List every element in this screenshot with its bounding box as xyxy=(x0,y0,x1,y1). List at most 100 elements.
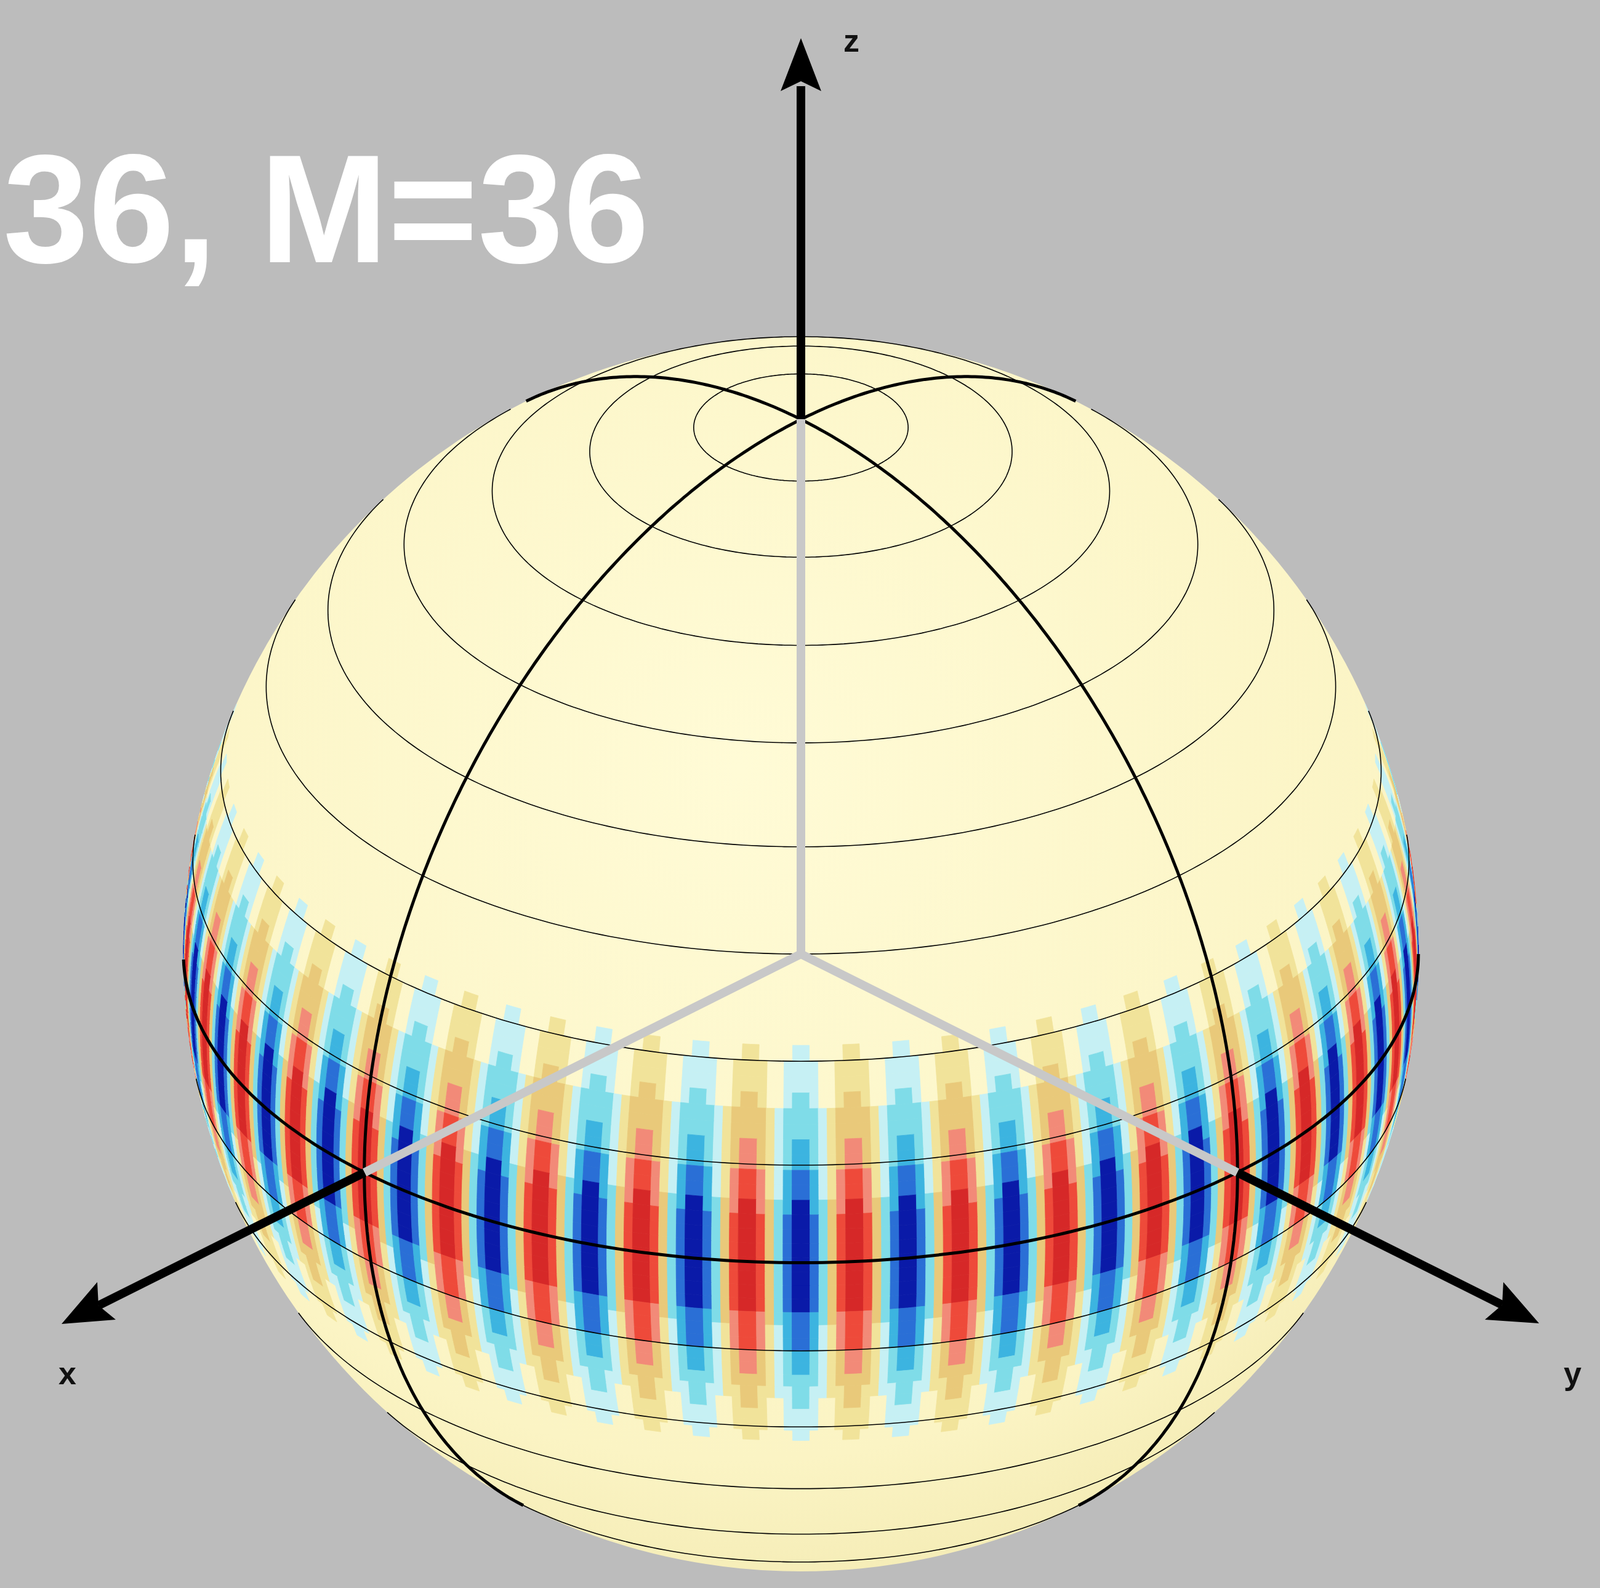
pattern-cell xyxy=(729,1242,739,1258)
pattern-cell xyxy=(679,1102,715,1122)
pattern-cell xyxy=(1045,1202,1054,1219)
pattern-cell xyxy=(783,1092,793,1109)
pattern-cell xyxy=(1391,776,1400,808)
pattern-cell xyxy=(712,1136,723,1153)
pattern-cell xyxy=(1041,1128,1051,1146)
pattern-cell xyxy=(948,1128,967,1147)
pattern-cell xyxy=(1090,1146,1100,1165)
pattern-cell xyxy=(899,1238,918,1255)
pattern-cell xyxy=(527,1122,537,1141)
pattern-cell xyxy=(738,1213,756,1229)
pattern-cell xyxy=(1090,1132,1100,1150)
pattern-cell xyxy=(986,1214,995,1231)
pattern-cell xyxy=(916,1223,926,1239)
pattern-cell xyxy=(1382,750,1391,781)
pattern-cell xyxy=(828,1214,838,1230)
pattern-cell xyxy=(560,1115,571,1133)
pattern-cell xyxy=(611,1109,621,1126)
pattern-cell xyxy=(1058,1061,1069,1080)
pattern-cell xyxy=(922,1132,933,1149)
pattern-cell xyxy=(889,1196,899,1213)
pattern-cell xyxy=(977,1215,987,1231)
pattern-cell xyxy=(1034,1145,1044,1163)
pattern-cell xyxy=(871,1183,881,1199)
pattern-cell xyxy=(1077,1194,1086,1212)
pattern-cell xyxy=(1168,1151,1177,1170)
pattern-cell xyxy=(818,1214,829,1230)
pattern-cell xyxy=(949,1159,968,1177)
pattern-cell xyxy=(951,1188,969,1207)
pattern-cell xyxy=(916,1238,926,1254)
pattern-cell xyxy=(720,1212,730,1229)
pattern-cell xyxy=(1169,1165,1177,1184)
pattern-cell xyxy=(704,1135,714,1152)
pattern-cell xyxy=(976,1186,987,1203)
pattern-cell xyxy=(470,1152,479,1170)
pattern-cell xyxy=(1092,1176,1102,1194)
pattern-cell xyxy=(923,1148,933,1165)
pattern-cell xyxy=(933,1206,944,1223)
pattern-cell xyxy=(783,1185,793,1201)
pattern-cell xyxy=(501,1146,511,1165)
pattern-cell xyxy=(526,1138,536,1156)
pattern-cell xyxy=(774,1124,784,1140)
pattern-cell xyxy=(783,1244,793,1259)
pattern-cell xyxy=(1036,1204,1046,1221)
pattern-cell xyxy=(454,1162,463,1180)
pattern-cell xyxy=(933,1192,944,1209)
pattern-cell xyxy=(650,1234,659,1251)
pattern-cell xyxy=(477,1197,486,1215)
pattern-cell xyxy=(845,1213,864,1229)
pattern-cell xyxy=(711,1226,721,1242)
pattern-cell xyxy=(994,1226,1004,1243)
pattern-cell xyxy=(889,1181,899,1197)
pattern-cell xyxy=(967,1172,977,1189)
pattern-cell xyxy=(454,1176,463,1194)
pattern-cell xyxy=(872,1241,882,1257)
pattern-cell xyxy=(1065,1122,1075,1141)
pattern-cell xyxy=(951,1218,970,1235)
pattern-cell xyxy=(756,1184,766,1200)
pattern-cell xyxy=(1131,1164,1140,1182)
pattern-cell xyxy=(667,1207,677,1224)
pattern-cell xyxy=(612,1093,623,1111)
pattern-cell xyxy=(880,1212,891,1228)
pattern-cell xyxy=(566,1162,576,1179)
pattern-cell xyxy=(916,1194,926,1210)
pattern-cell xyxy=(1076,1165,1085,1183)
pattern-cell xyxy=(842,1044,861,1061)
pattern-cell xyxy=(879,1136,889,1153)
pattern-cell xyxy=(615,1201,625,1218)
pattern-cell xyxy=(809,1154,819,1171)
pattern-cell xyxy=(1069,1211,1078,1228)
pattern-cell xyxy=(502,1132,513,1150)
pattern-cell xyxy=(462,1149,472,1168)
pattern-cell xyxy=(933,1177,943,1194)
pattern-cell xyxy=(732,1075,768,1093)
pattern-cell xyxy=(1137,1132,1146,1150)
pattern-cell xyxy=(1417,926,1420,945)
pattern-cell xyxy=(880,1167,890,1184)
pattern-cell xyxy=(607,1228,616,1244)
pattern-cell xyxy=(783,1200,793,1216)
pattern-cell xyxy=(1019,1193,1029,1210)
pattern-cell xyxy=(791,1215,810,1231)
pattern-cell xyxy=(1025,1132,1035,1149)
pattern-cell xyxy=(941,1176,952,1193)
pattern-cell xyxy=(986,1199,995,1216)
pattern-cell xyxy=(981,1109,991,1126)
pattern-cell xyxy=(616,1156,627,1173)
pattern-cell xyxy=(1414,885,1417,904)
pattern-cell xyxy=(783,1215,793,1231)
pattern-cell xyxy=(461,1193,470,1210)
pattern-cell xyxy=(523,1211,532,1228)
pattern-cell xyxy=(680,1087,691,1104)
pattern-cell xyxy=(432,1169,441,1187)
pattern-cell xyxy=(925,1236,935,1253)
pattern-cell xyxy=(1132,1193,1141,1210)
pattern-cell xyxy=(774,1185,784,1200)
pattern-cell xyxy=(515,1194,525,1212)
pattern-cell xyxy=(968,1217,978,1233)
pattern-cell xyxy=(516,1180,526,1197)
pattern-cell xyxy=(1067,1153,1077,1170)
